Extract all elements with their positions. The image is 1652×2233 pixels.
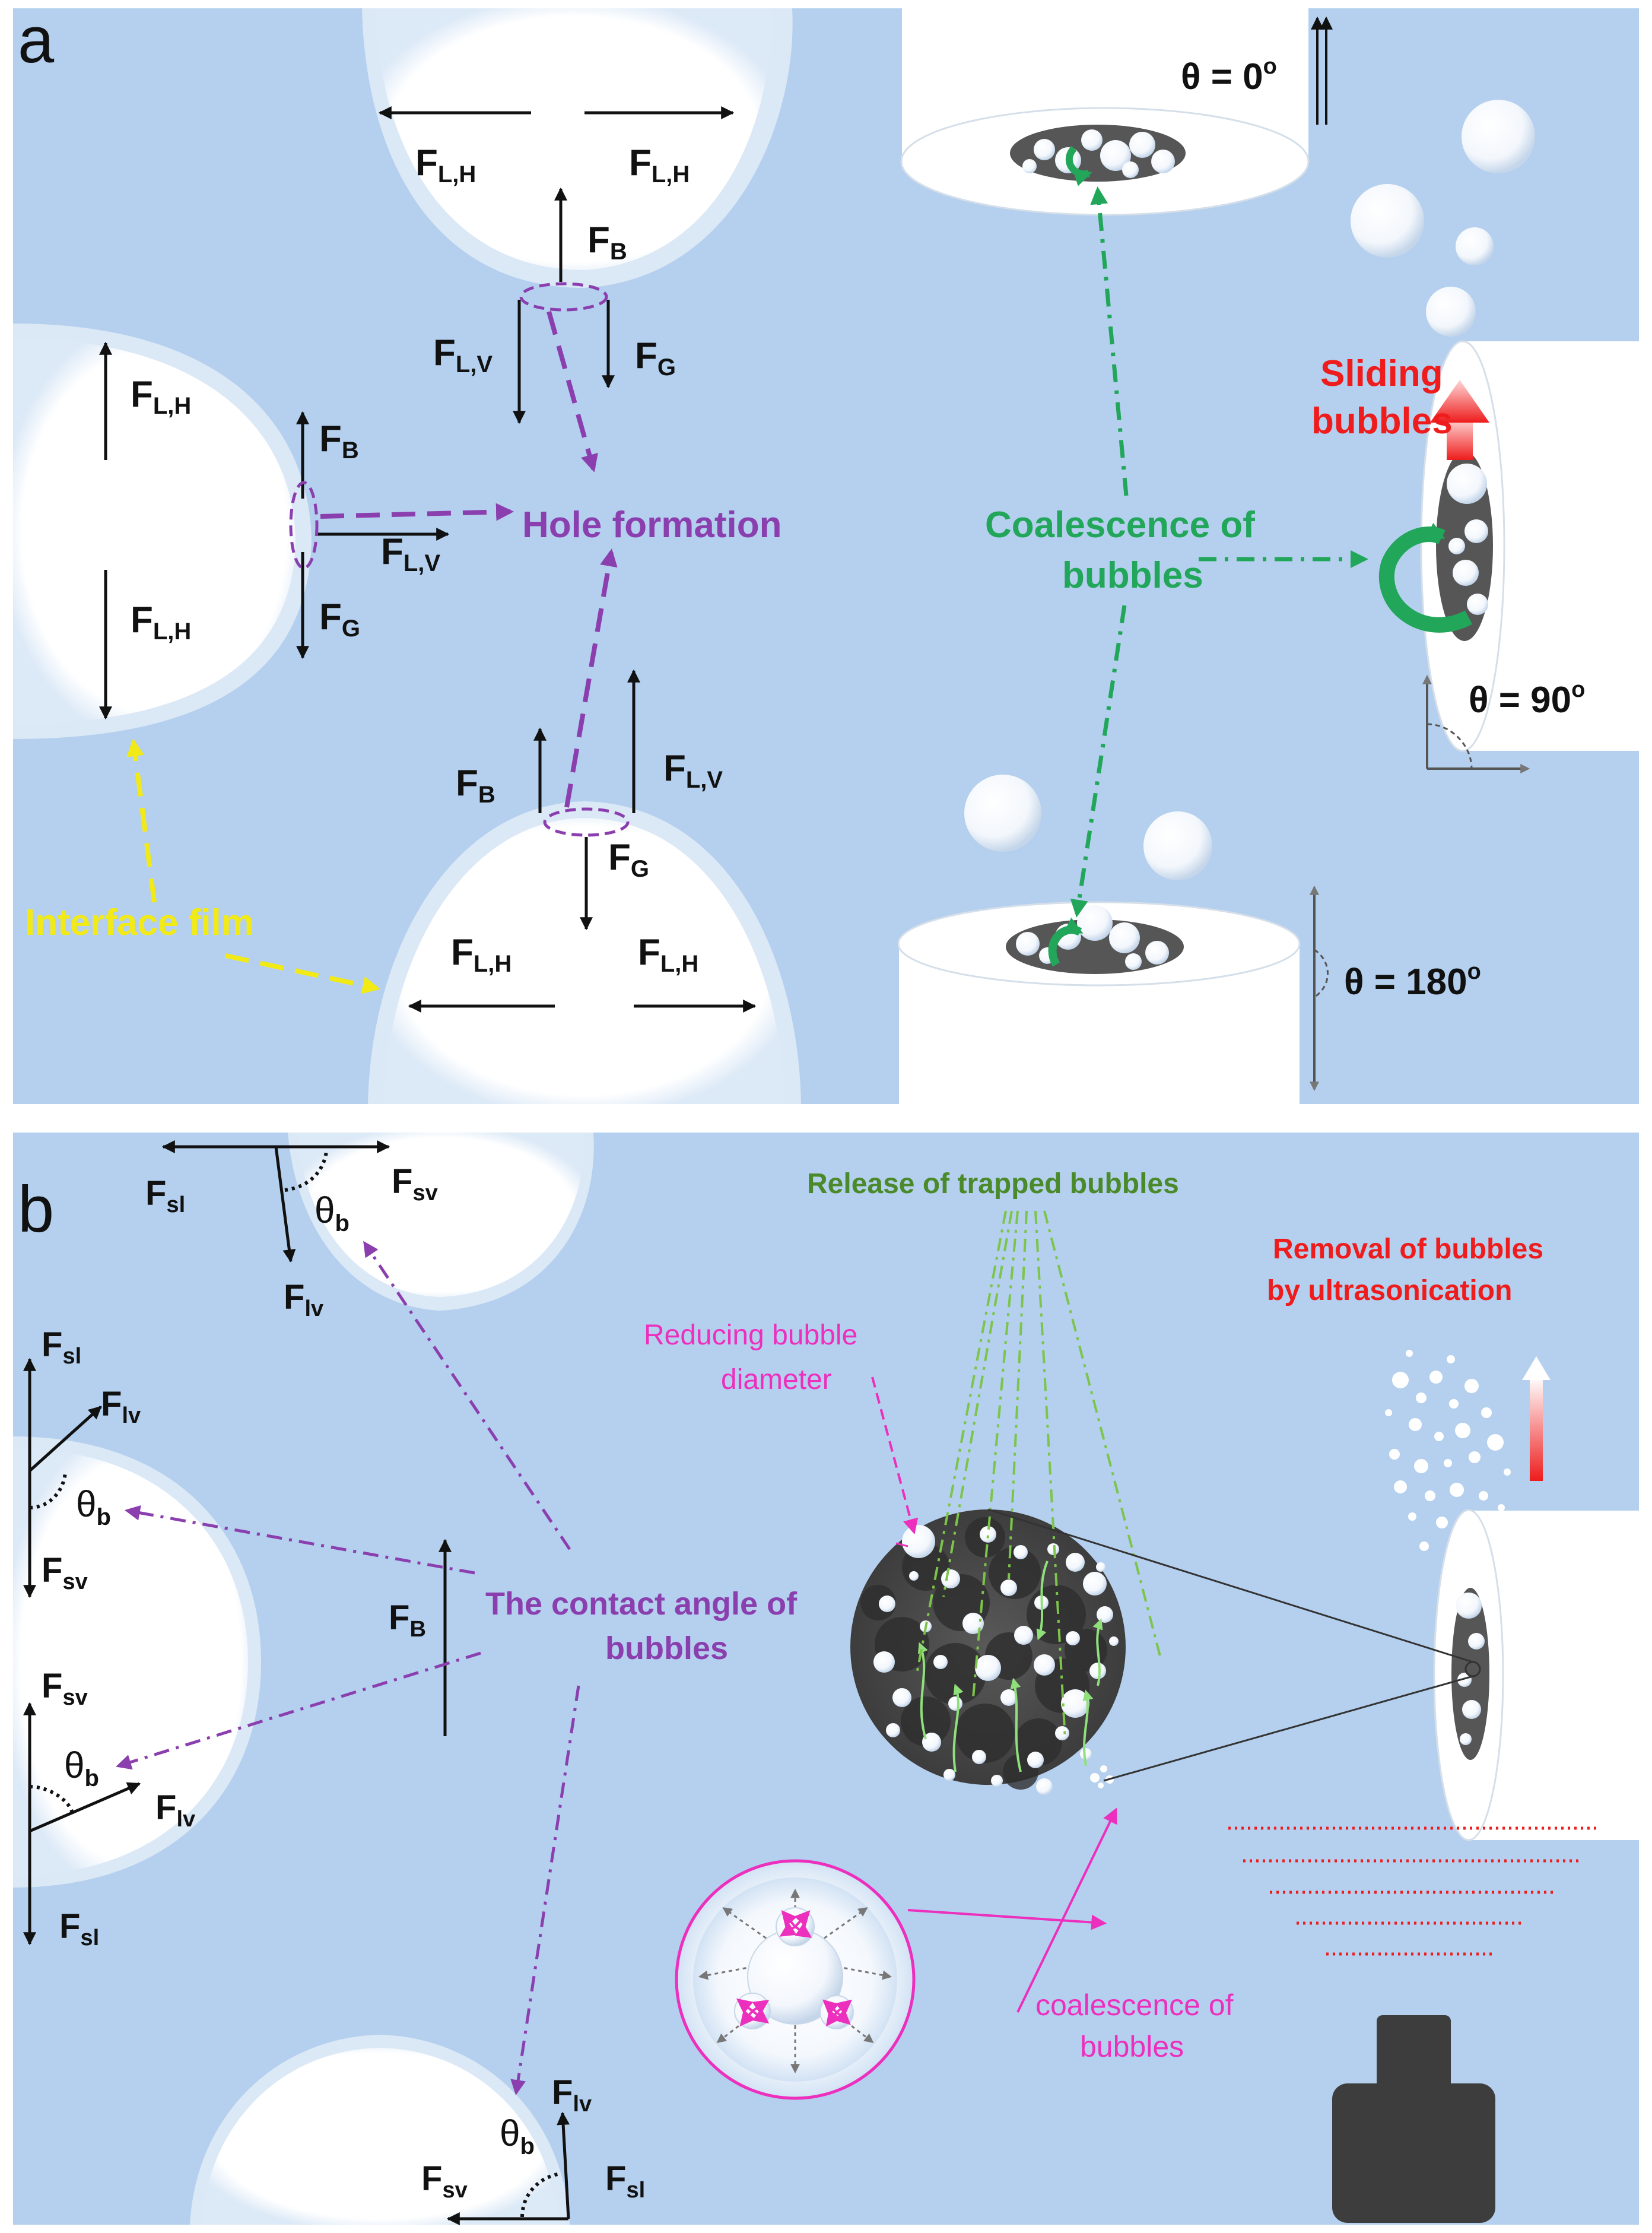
label-fsl-left-lower: Fsl	[59, 1907, 99, 1950]
label-fb-left: FB	[319, 418, 359, 464]
porous-sphere	[850, 1509, 1126, 1795]
coalescence-label-a-2: bubbles	[1062, 555, 1203, 596]
hole-arrow-from-left	[320, 503, 514, 521]
sliding-label: Sliding	[1320, 353, 1443, 394]
bubble-bottom	[368, 801, 801, 1104]
bubble-top	[362, 8, 793, 288]
label-fsv-left-lower: Fsv	[42, 1667, 88, 1710]
label-flh-top-left: FL,H	[415, 142, 476, 188]
label-fb-bottom: FB	[456, 763, 495, 808]
bubble-left-b	[13, 1436, 261, 1888]
release-label: Release of trapped bubbles	[807, 1168, 1179, 1200]
label-fg-left: FG	[319, 597, 360, 642]
coalescence-arrows-a	[1070, 186, 1368, 918]
label-flv-left-upper: Flv	[101, 1385, 141, 1428]
hole-left-ellipse	[289, 481, 319, 570]
label-fg-bottom: FG	[608, 837, 649, 882]
label-fsl-top: Fsl	[145, 1174, 185, 1217]
interface-arrow-right	[225, 953, 380, 994]
label-flv-top: Flv	[284, 1278, 323, 1321]
label-fsv-left-upper: Fsv	[42, 1551, 88, 1594]
ultrasonic-transducer	[1332, 2015, 1495, 2223]
label-theta-left-upper: θb	[76, 1484, 111, 1530]
zoom-lines	[987, 1508, 1473, 1782]
label-flh-bottom-left: FL,H	[451, 932, 512, 977]
panel-b-letter: b	[18, 1173, 54, 1246]
force-labels-b: Fsl Fsv θb Flv Fsl Flv θb Fsv Fsv θb Flv…	[42, 1162, 645, 2203]
label-flv-bottom: FL,V	[663, 748, 723, 793]
forces-left-lower-b	[23, 1702, 141, 1946]
force-arrows-left	[99, 341, 450, 720]
label-flh-left-up: FL,H	[131, 374, 191, 419]
coalescence-arrow-up	[1090, 186, 1129, 496]
forces-bottom-b	[446, 2111, 570, 2225]
contact-angle-arrows	[116, 1241, 580, 2096]
contact-angle-label: The contact angle of	[485, 1586, 798, 1622]
panel-b: b	[13, 1133, 1639, 2225]
release-arrows	[916, 1210, 1161, 1740]
label-theta-bottom: θb	[500, 2113, 535, 2159]
hole-formation-arrows	[320, 310, 618, 808]
label-flh-left-down: FL,H	[131, 600, 191, 645]
label-flv-bottom: Flv	[552, 2073, 592, 2117]
label-theta-top: θb	[314, 1190, 350, 1236]
coalescence-arrow-down	[1070, 605, 1127, 918]
sample-cylinder-side: θ = 90o	[1378, 340, 1639, 773]
label-flv-top: FL,V	[433, 332, 493, 378]
label-flv-left: FL,V	[381, 531, 440, 576]
removal-label: Removal of bubbles	[1273, 1233, 1543, 1265]
removal-label-2: by ultrasonication	[1267, 1275, 1512, 1306]
reducing-label: Reducing bubble	[644, 1320, 857, 1351]
ultrasonic-waves	[1228, 1826, 1596, 1956]
interface-film-label: Interface film	[25, 902, 254, 943]
label-flv-left-lower: Flv	[155, 1788, 195, 1832]
sample-cylinder-b	[1433, 1509, 1639, 1841]
theta-0-label: θ = 0o	[1181, 54, 1277, 97]
forces-top-b	[161, 1140, 390, 1263]
coalescence-label-b: coalescence of	[1035, 1988, 1234, 2022]
coalescence-label-b-2: bubbles	[1080, 2030, 1184, 2063]
label-fsl-bottom: Fsl	[605, 2159, 645, 2203]
panel-a-letter: a	[18, 4, 55, 77]
hole-arrow-from-bottom	[564, 548, 618, 808]
label-fb-top: FB	[587, 220, 627, 265]
coalescence-label-a: Coalescence of	[985, 505, 1255, 545]
label-theta-left-lower: θb	[64, 1745, 99, 1791]
bubble-bottom-b	[190, 2035, 570, 2225]
label-fsl-left-upper: Fsl	[42, 1325, 81, 1369]
reducing-label-2: diameter	[721, 1364, 832, 1395]
sample-cylinder-top: θ = 0o	[900, 8, 1333, 216]
sample-cylinder-bottom: θ = 180o	[897, 885, 1481, 1104]
hole-arrow-from-top	[547, 310, 598, 472]
label-flh-top-right: FL,H	[629, 142, 690, 188]
interface-film-arrows	[126, 738, 380, 994]
label-fsv-top: Fsv	[392, 1162, 438, 1206]
force-labels-a: FL,H FL,H FB FL,V FG FL,H FL,H FB FL,V F…	[131, 142, 723, 977]
hole-top-ellipse	[519, 282, 608, 312]
hole-bottom-ellipse	[543, 807, 630, 837]
ultrasonic-bubbles	[1385, 1350, 1511, 1553]
contact-angle-label-2: bubbles	[605, 1631, 728, 1666]
ultrasonic-arrow-bar	[1530, 1377, 1543, 1481]
label-fb-b: FB	[389, 1598, 426, 1642]
reducing-arrows	[871, 1376, 919, 1547]
label-fg-top: FG	[635, 335, 676, 380]
sliding-label-2: bubbles	[1311, 401, 1453, 442]
theta-90-label: θ = 90o	[1469, 677, 1585, 721]
interface-arrow-up	[126, 738, 157, 903]
panel-a: a	[13, 4, 1639, 1104]
ultrasonic-arrow-head	[1522, 1356, 1551, 1380]
label-fsv-bottom: Fsv	[421, 2159, 468, 2203]
theta-180-label: θ = 180o	[1344, 959, 1481, 1003]
force-arrows-bottom	[408, 669, 757, 1013]
bubble-left	[13, 323, 312, 739]
hole-formation-label: Hole formation	[522, 505, 781, 545]
zoom-circle	[675, 1807, 1117, 2100]
floating-bubbles-a	[964, 100, 1535, 880]
force-arrows-top	[378, 106, 735, 424]
forces-left-upper-b	[23, 1357, 102, 1598]
label-flh-bottom-right: FL,H	[638, 932, 698, 977]
